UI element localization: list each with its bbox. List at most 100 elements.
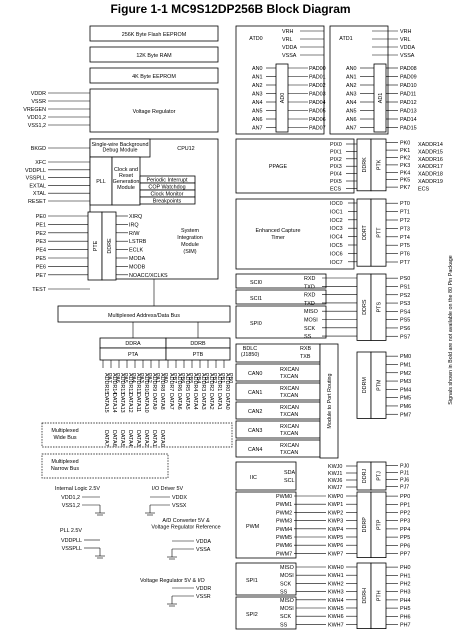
port-m-pt-block — [370, 351, 387, 419]
atd1-an: AN0 — [346, 66, 357, 72]
atd0-pad: PAD05 — [309, 109, 326, 115]
port-m-pt-label: PTM — [377, 379, 383, 391]
atd1-pad: PAD11 — [400, 92, 416, 98]
pe-pin: PE5 — [36, 256, 46, 262]
pe-pin: PE0 — [36, 214, 46, 220]
ddre-block — [101, 211, 117, 281]
ect-label: Timer — [271, 235, 285, 241]
port-p-pin: PP6 — [400, 543, 410, 549]
sim-signal: XIRQ — [129, 214, 142, 220]
can-rx: RXCAN — [280, 386, 299, 392]
port-k-pin: PK0 — [400, 141, 410, 147]
ddra-label: DDRA — [125, 341, 141, 347]
ioc-signal: IOC6 — [330, 251, 343, 257]
spih-signal: SCK — [280, 581, 291, 587]
port-b-wide-data: DATA0 — [224, 393, 230, 410]
can-tx: TXCAN — [280, 374, 298, 380]
atd0-an: AN3 — [252, 92, 263, 98]
can-tx: TXCAN — [280, 412, 298, 418]
atd0-ref: VDDA — [282, 45, 297, 51]
atd0-an: AN7 — [252, 126, 263, 132]
sim-signal: MODB — [129, 264, 146, 270]
atd1-an: AN5 — [346, 109, 357, 115]
bdm-label: Debug Module — [102, 148, 137, 154]
spih-signal: SS — [280, 622, 288, 628]
port-m-pin: PM7 — [400, 412, 411, 418]
side-note: Signals shown in Bold are not available … — [448, 255, 454, 405]
atd0-an: AN0 — [252, 66, 263, 72]
port-a-narrow-data: DATA1 — [151, 430, 157, 447]
kwp-signal: KWP2 — [328, 510, 343, 516]
port-a-wide-data: DATA13 — [119, 393, 125, 413]
pb-pin: PB6 — [179, 373, 185, 383]
port-b-wide-data: DATA6 — [176, 393, 182, 410]
sim-label: System — [181, 228, 199, 234]
port-b-pin: ADDR7 — [168, 373, 174, 391]
port-b-pin: ADDR4 — [192, 373, 198, 391]
port-b-pin: ADDR3 — [200, 373, 206, 391]
ect-block — [235, 198, 355, 270]
port-t-ddr-label: DDRT — [362, 224, 368, 240]
port-a-narrow-data: DATA7 — [103, 430, 109, 447]
ioc-signal: IOC2 — [330, 218, 343, 224]
port-a-wide-data: DATA14 — [111, 393, 117, 413]
spih-signal: MISO — [280, 598, 294, 604]
routing-block — [319, 343, 339, 459]
serial-signal: SS — [304, 334, 312, 340]
pwm-label: PWM — [246, 524, 260, 530]
figure-title: Figure 1-1 MC9S12DP256B Block Diagram — [110, 2, 351, 16]
ad0-port-label: AD0 — [280, 93, 286, 104]
spi0-label: SPI0 — [250, 321, 262, 327]
pb-pin: PB1 — [219, 373, 225, 383]
atd1-pad: PAD08 — [400, 66, 417, 72]
pix-signal: PIX0 — [330, 142, 342, 148]
atd-supply-label: Voltage Regulator Reference — [151, 525, 220, 531]
port-t-pin: PT2 — [400, 218, 410, 224]
pll-label: PLL — [96, 179, 106, 185]
xaddr-label: XADDR15 — [418, 149, 443, 155]
port-b-wide-data: DATA7 — [168, 393, 174, 410]
port-t-pt-block — [370, 198, 387, 267]
bdlc-label: BDLC — [243, 346, 257, 352]
can-rx: RXCAN — [280, 424, 299, 430]
port-h-pin: PH6 — [400, 614, 411, 620]
io-pin: VDDX — [172, 495, 187, 501]
spi1-block — [235, 562, 297, 596]
port-s-pin: PS6 — [400, 326, 410, 332]
pb-pin: PB5 — [187, 373, 193, 383]
port-a-narrow-data: DATA3 — [135, 430, 141, 447]
port-b-pin: ADDR5 — [184, 373, 190, 391]
can-rx: RXCAN — [280, 443, 299, 449]
port-b-pin: ADDR6 — [176, 373, 182, 391]
port-m-pin: PM6 — [400, 404, 411, 410]
pwm-signal: PWM3 — [276, 519, 292, 525]
atd1-ref: VDDA — [400, 45, 415, 51]
spi0-block — [235, 305, 327, 339]
port-s-pt-block — [370, 273, 387, 341]
port-p-pin: PP0 — [400, 494, 410, 500]
port-h-pin: PH3 — [400, 590, 411, 596]
wide-bus-label: Wide Bus — [53, 435, 76, 441]
port-t-pin: PT7 — [400, 260, 410, 266]
serial-signal: TXD — [304, 284, 315, 290]
can-tx: TXCAN — [280, 431, 298, 437]
xaddr-label: XADDR14 — [418, 142, 443, 148]
serial-signal: RXD — [304, 293, 315, 299]
pa-pin: PA3 — [138, 373, 144, 383]
port-h-pin: PH1 — [400, 573, 411, 579]
port-j-ddr-label: DDRJ — [362, 469, 368, 484]
cpu-label: CPU12 — [177, 146, 194, 152]
can-label: CAN4 — [248, 447, 262, 453]
pwm-signal: PWM4 — [276, 527, 292, 533]
bdlc-signal: RXB — [300, 346, 311, 352]
sci0-label: SCI0 — [250, 280, 262, 286]
pwm-signal: PWM0 — [276, 494, 292, 500]
port-s-pin: PS7 — [400, 334, 410, 340]
port-p-ddr-label: DDRP — [362, 517, 368, 533]
atd0-pad: PAD06 — [309, 117, 326, 123]
iic-block — [235, 461, 297, 491]
test-pin: TEST — [32, 287, 46, 293]
atd0-an: AN6 — [252, 117, 263, 123]
port-p-pt-label: PTP — [377, 519, 383, 530]
